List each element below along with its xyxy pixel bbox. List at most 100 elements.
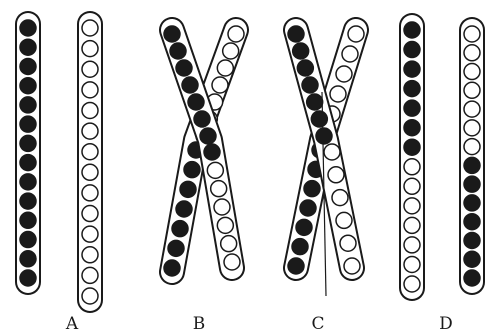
panel-d-chromatid-1-bead-11	[404, 217, 420, 233]
panel-d-chromatid-1-bead-3	[404, 61, 420, 77]
panel-d	[404, 22, 480, 292]
panel-d-chromatid-1-bead-10	[404, 198, 420, 214]
panel-b-chromatid-1-bead-13	[221, 236, 237, 252]
panel-b-chromatid-2-bead-12	[172, 221, 188, 237]
panel-c-chromatid-1-bead-8	[324, 144, 340, 160]
panel-a-chromatid-2-bead-5	[82, 102, 98, 118]
panel-b	[164, 26, 244, 276]
panel-a-chromatid-1-bead-2	[20, 39, 36, 55]
panel-b-chromatid-1-bead-7	[200, 128, 216, 144]
panel-b-chromatid-1-bead-6	[194, 111, 210, 127]
panel-c-chromatid-1-bead-9	[328, 167, 344, 183]
panel-d-chromatid-2-bead-4	[464, 82, 480, 98]
panel-d-chromatid-2-bead-3	[464, 64, 480, 80]
panel-label-d: D	[439, 314, 453, 333]
panel-b-chromatid-2-bead-9	[184, 162, 200, 178]
panel-b-chromatid-2-bead-10	[180, 181, 196, 197]
panel-d-chromatid-1-bead-4	[404, 81, 420, 97]
panel-b-chromatid-2-bead-14	[164, 260, 180, 276]
panel-b-chromatid-2-bead-13	[168, 240, 184, 256]
panel-c-chromatid-1-bead-2	[293, 43, 309, 59]
panel-label-a: A	[65, 314, 79, 333]
panel-a-chromatid-1-bead-7	[20, 135, 36, 151]
panel-c-chromatid-2-bead-10	[300, 200, 316, 216]
panel-a-chromatid-2-bead-6	[82, 123, 98, 139]
panel-a	[20, 20, 98, 304]
panel-a-chromatid-1-bead-14	[20, 270, 36, 286]
panel-d-chromatid-2-bead-5	[464, 101, 480, 117]
panel-c-chromatid-2-bead-12	[292, 239, 308, 255]
panel-c-chromatid-1-bead-7	[316, 128, 332, 144]
panel-a-chromatid-1-bead-9	[20, 174, 36, 190]
panel-b-chromatid-1-bead-8	[204, 144, 220, 160]
panel-d-chromatid-1-bead-13	[404, 256, 420, 272]
panel-a-chromatid-2-bead-13	[82, 267, 98, 283]
panel-b-chromatid-1-bead-5	[188, 94, 204, 110]
panel-d-chromatid-1-bead-14	[404, 276, 420, 292]
panel-d-chromatid-1-bead-8	[404, 159, 420, 175]
panel-b-chromatid-2-bead-3	[217, 60, 233, 76]
panel-a-chromatid-2-bead-7	[82, 144, 98, 160]
panel-d-chromatid-2-bead-1	[464, 26, 480, 42]
panel-a-chromatid-1-bead-5	[20, 97, 36, 113]
panel-b-chromatid-1-bead-3	[176, 60, 192, 76]
panel-b-chromatid-1-bead-12	[217, 217, 233, 233]
panels	[20, 20, 480, 304]
panel-a-chromatid-2-bead-1	[82, 20, 98, 36]
panel-b-chromatid-1-bead-11	[214, 199, 230, 215]
panel-d-chromatid-1-bead-5	[404, 100, 420, 116]
panel-a-chromatid-1-bead-3	[20, 58, 36, 74]
panel-d-chromatid-2-bead-12	[464, 232, 480, 248]
panel-c-chromatid-2-bead-2	[342, 46, 358, 62]
panel-c-chromatid-2-bead-11	[296, 219, 312, 235]
panel-b-chromatid-2-bead-11	[176, 201, 192, 217]
panel-c-chromatid-1-bead-3	[297, 60, 313, 76]
panel-d-chromatid-2-bead-13	[464, 251, 480, 267]
panel-d-chromatid-1-bead-1	[404, 22, 420, 38]
panel-a-chromatid-1-bead-12	[20, 232, 36, 248]
panel-c-chromatid-1-bead-10	[332, 190, 348, 206]
panel-c-chromatid-1-bead-4	[302, 77, 318, 93]
panel-b-chromatid-1-bead-2	[170, 43, 186, 59]
panel-c-chromatid-1-bead-13	[344, 258, 360, 274]
panel-a-chromatid-2-bead-11	[82, 226, 98, 242]
panel-a-chromatid-2-bead-9	[82, 185, 98, 201]
panel-b-chromatid-1-bead-4	[182, 77, 198, 93]
panel-a-chromatid-2-bead-12	[82, 247, 98, 263]
panel-d-chromatid-1-bead-7	[404, 139, 420, 155]
panel-d-chromatid-1-bead-12	[404, 237, 420, 253]
panel-c-chromatid-1-bead-12	[340, 235, 356, 251]
panel-a-chromatid-2-bead-3	[82, 61, 98, 77]
panel-a-chromatid-2-bead-10	[82, 206, 98, 222]
panel-a-chromatid-1-bead-13	[20, 251, 36, 267]
panel-label-c: C	[311, 314, 324, 333]
panel-d-chromatid-2-bead-6	[464, 120, 480, 136]
panel-a-chromatid-2-bead-4	[82, 82, 98, 98]
panel-d-chromatid-2-bead-9	[464, 176, 480, 192]
panel-c-chromatid-1-bead-1	[288, 26, 304, 42]
panel-b-chromatid-1-bead-9	[207, 162, 223, 178]
panel-d-chromatid-2-bead-7	[464, 139, 480, 155]
panel-d-chromatid-2-bead-11	[464, 214, 480, 230]
panel-d-chromatid-2-bead-10	[464, 195, 480, 211]
panel-b-chromatid-2-bead-1	[228, 26, 244, 42]
panel-d-chromatid-1-bead-6	[404, 120, 420, 136]
panel-a-chromatid-2-bead-8	[82, 164, 98, 180]
panel-c-chromatid-2-bead-4	[330, 86, 346, 102]
panel-a-chromatid-1-bead-1	[20, 20, 36, 36]
panel-b-chromatid-1-bead-10	[211, 181, 227, 197]
panel-a-chromatid-1-bead-6	[20, 116, 36, 132]
panel-b-chromatid-2-bead-4	[212, 77, 228, 93]
panel-c-chromatid-2-bead-13	[288, 258, 304, 274]
panel-d-chromatid-2-bead-8	[464, 157, 480, 173]
panel-a-chromatid-1-bead-11	[20, 212, 36, 228]
panel-b-chromatid-1-bead-1	[164, 26, 180, 42]
panel-c	[288, 26, 364, 296]
panel-a-chromatid-1-bead-8	[20, 155, 36, 171]
panel-c-chromatid-2-bead-1	[348, 26, 364, 42]
panel-a-chromatid-2-bead-14	[82, 288, 98, 304]
panel-b-chromatid-2-bead-2	[223, 43, 239, 59]
panel-c-chromatid-2-bead-3	[336, 66, 352, 82]
panel-c-chromatid-1-bead-6	[311, 111, 327, 127]
